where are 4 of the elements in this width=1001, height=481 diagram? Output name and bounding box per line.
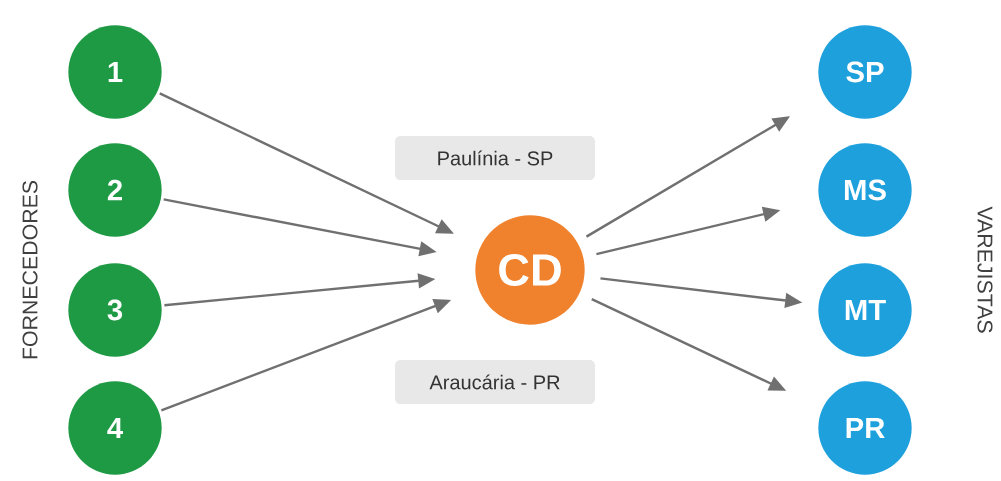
location-box: Paulínia - SP — [395, 136, 595, 180]
side-label: FORNECEDORES — [22, 180, 38, 359]
location-box: Araucária - PR — [395, 360, 595, 404]
side-label: VAREJISTAS — [977, 206, 993, 333]
